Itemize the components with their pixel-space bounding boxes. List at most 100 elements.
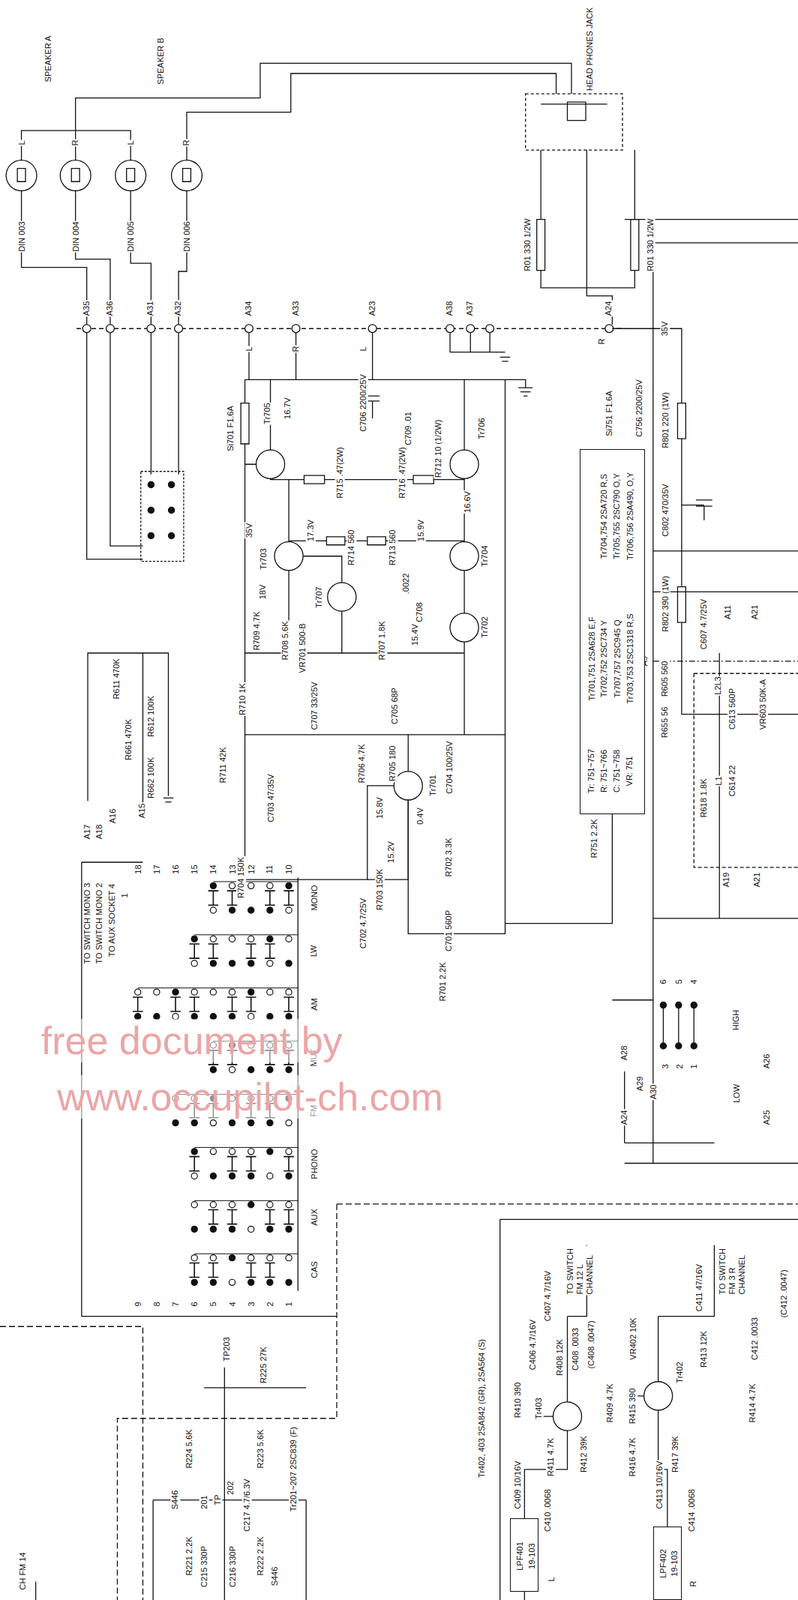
- schematic-line: [210, 907, 216, 914]
- part-label: C707 33/25V: [309, 681, 320, 732]
- schematic-line: [653, 660, 798, 662]
- schematic-line: [35, 1582, 36, 1600]
- schematic-line: [228, 1173, 235, 1179]
- part-label: Tr402, 403 2SA842 (GR), 2SA564 (S): [477, 1338, 487, 1479]
- schematic-line: [228, 989, 235, 996]
- schematic-line: [147, 481, 174, 539]
- schematic-line: [170, 997, 181, 1012]
- part-label: C802 470/35V: [660, 483, 671, 537]
- part-label: 5: [673, 978, 684, 985]
- part-label: A30: [648, 1083, 659, 1101]
- schematic-line: [291, 324, 300, 333]
- schematic-line: [0, 63, 798, 1600]
- schematic-line: [189, 997, 200, 1012]
- part-label: LW: [309, 945, 319, 959]
- schematic-line: [189, 1263, 200, 1278]
- schematic-line: [303, 475, 324, 484]
- schematic-line: [194, 1254, 298, 1255]
- part-label: A31: [146, 300, 156, 317]
- schematic-line: [71, 168, 80, 183]
- part-label: Tr702: [480, 616, 490, 639]
- schematic-line: [246, 1263, 257, 1278]
- part-label: 3: [246, 1301, 256, 1308]
- part-label: DIN 005: [126, 221, 136, 253]
- schematic-line: [228, 1279, 235, 1286]
- schematic-line: [285, 882, 292, 889]
- node-text: Tr: 751~757: [586, 749, 597, 794]
- schematic-line: [227, 1157, 238, 1172]
- schematic-line: [612, 1000, 714, 1144]
- node-text: VR: 751: [625, 756, 636, 787]
- schematic-line: [153, 1368, 306, 1600]
- schematic-line: [174, 324, 183, 333]
- schematic-line: [87, 333, 179, 560]
- part-label: TO SWITCH FM 12 L CHANNEL: [564, 1245, 594, 1296]
- schematic-line: [660, 1043, 666, 1050]
- schematic-line: [267, 1149, 273, 1155]
- schematic-line: [248, 1067, 255, 1074]
- schematic-line: [210, 1067, 216, 1074]
- schematic-line: [191, 960, 198, 967]
- schematic-line: [75, 63, 572, 160]
- part-label: 18: [132, 864, 143, 875]
- schematic-line: [228, 1226, 235, 1233]
- schematic-line: [690, 1043, 697, 1050]
- schematic-line: [246, 1157, 257, 1172]
- schematic-line: [283, 997, 294, 1012]
- part-label: A33: [291, 300, 301, 317]
- schematic-line: [283, 1157, 294, 1172]
- schematic-line: [690, 1002, 697, 1008]
- part-label: 11: [265, 864, 276, 875]
- part-label: LOW: [732, 1083, 742, 1104]
- schematic-line: [567, 102, 586, 120]
- schematic-line: [228, 1255, 235, 1262]
- part-label: 16.6V: [462, 490, 473, 514]
- schematic-line: [191, 1279, 198, 1286]
- part-label: A17: [82, 823, 93, 840]
- part-label: 15.2V: [385, 840, 396, 864]
- schematic-line: [466, 324, 475, 333]
- part-label: R703 150K: [375, 868, 385, 912]
- schematic-line: [267, 1067, 273, 1074]
- schematic-line: [208, 891, 219, 906]
- part-label: R225 27K: [258, 1347, 269, 1386]
- part-label: R661 470K: [123, 718, 134, 762]
- part-label: C408 .0033: [570, 1327, 581, 1372]
- schematic-line: [285, 989, 292, 996]
- schematic-line: [524, 1245, 714, 1527]
- schematic-line: [228, 1120, 235, 1127]
- part-label: C709 .01: [403, 411, 414, 447]
- schematic-line: [183, 168, 192, 183]
- schematic-line: [267, 936, 273, 942]
- schematic-line: [245, 556, 506, 880]
- schematic-line: [210, 1202, 216, 1209]
- schematic-line: [21, 191, 187, 325]
- schematic-line: [267, 1173, 273, 1179]
- schematic-line: [248, 1255, 255, 1262]
- schematic-line: [624, 551, 798, 1164]
- schematic-line: [408, 379, 505, 934]
- schematic-line: [450, 450, 479, 479]
- part-label: R: [70, 139, 81, 147]
- part-label: 4: [689, 978, 699, 985]
- node-text: 19-103: [526, 1543, 537, 1569]
- node-text: LPF401: [515, 1542, 525, 1572]
- part-label: CAS: [309, 1261, 319, 1281]
- part-label: TO SWITCH FM 3 R CHANNEL: [717, 1245, 747, 1296]
- schematic-line: [285, 1202, 292, 1209]
- part-label: A37: [465, 300, 476, 317]
- part-label: L: [16, 139, 27, 146]
- schematic-line: [194, 1200, 298, 1202]
- part-label: A35: [81, 300, 92, 317]
- part-label: R410 390: [513, 1381, 524, 1419]
- schematic-line: [245, 333, 534, 396]
- part-label: R223 5.6K: [256, 1429, 267, 1470]
- part-label: A16: [108, 808, 118, 825]
- schematic-line: [87, 653, 174, 807]
- schematic-line: [675, 1043, 682, 1050]
- part-label: L: [358, 345, 369, 352]
- part-label: A18: [95, 823, 105, 840]
- schematic-line: [274, 542, 303, 571]
- part-label: HIGH: [732, 1009, 742, 1032]
- part-label: 6: [189, 1301, 200, 1308]
